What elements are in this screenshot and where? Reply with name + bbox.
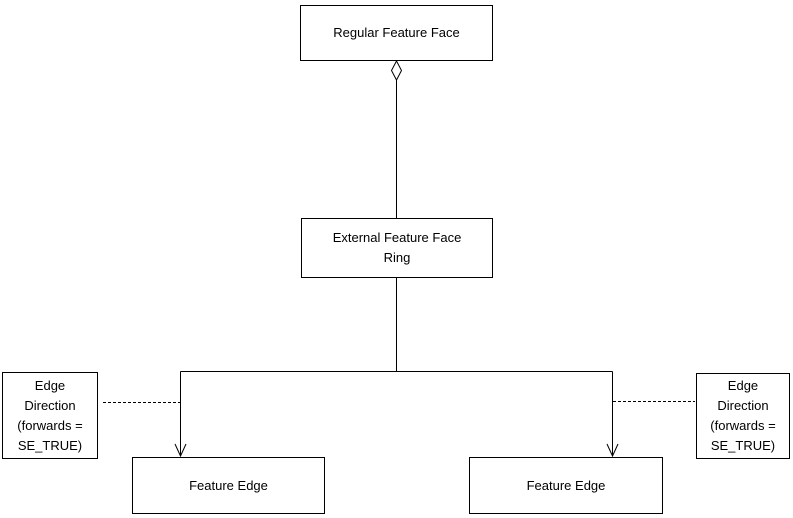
arrowhead-down-icon — [606, 443, 619, 458]
aggregation-diamond-icon — [390, 59, 403, 82]
arrowhead-down-icon — [174, 443, 187, 458]
node-external-feature-face-ring: External Feature Face Ring — [301, 218, 493, 278]
node-edge-direction-right: Edge Direction (forwards = SE_TRUE) — [696, 373, 790, 459]
node-feature-edge-right: Feature Edge — [469, 457, 663, 514]
node-regular-feature-face: Regular Feature Face — [300, 5, 493, 61]
node-edge-direction-left: Edge Direction (forwards = SE_TRUE) — [2, 372, 98, 459]
node-feature-edge-left: Feature Edge — [132, 457, 325, 514]
